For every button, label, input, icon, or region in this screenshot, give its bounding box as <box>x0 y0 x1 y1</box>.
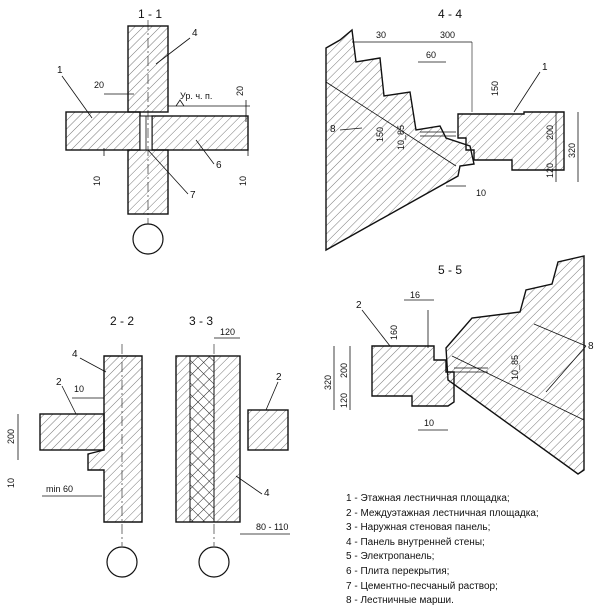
dim-320-5-5: 320 <box>323 375 333 390</box>
dim-10-85: 10_85 <box>396 125 406 150</box>
dim-10-2-2: 10 <box>6 478 16 488</box>
dim-120-5-5: 120 <box>339 393 349 408</box>
callout-1-section44: 1 <box>542 62 548 73</box>
legend-item-7: 7 - Цементно-песчаный раствор; <box>346 580 498 592</box>
section-title-5-5: 5 - 5 <box>438 263 462 277</box>
callout-4: 4 <box>192 28 198 39</box>
dim-20-top: 20 <box>94 80 104 90</box>
legend-item-3: 3 - Наружная стеновая панель; <box>346 522 491 534</box>
dim-20-right: 20 <box>235 86 245 96</box>
dim-150-top: 150 <box>490 81 500 96</box>
dim-200-2-2: 200 <box>6 429 16 444</box>
section-title-1-1: 1 - 1 <box>138 7 162 21</box>
dim-200-5-5: 200 <box>339 363 349 378</box>
callout-1: 1 <box>57 65 63 76</box>
legend: 1 - Этажная лестничная площадка; 2 - Меж… <box>346 492 596 606</box>
legend-item-2: 2 - Междуэтажная лестничная площадка; <box>346 507 539 519</box>
legend-item-1: 1 - Этажная лестничная площадка; <box>346 493 510 504</box>
dim-10-left: 10 <box>92 176 102 186</box>
dim-80-110: 80 - 110 <box>256 522 288 532</box>
dim-300: 300 <box>440 30 455 40</box>
callout-8-section44: 8 <box>330 124 336 135</box>
dim-160: 160 <box>389 325 399 340</box>
section-title-4-4: 4 - 4 <box>438 7 462 21</box>
dim-30: 30 <box>376 30 386 40</box>
dim-10-top-2-2: 10 <box>74 384 84 394</box>
dim-min60: min 60 <box>46 484 73 494</box>
callout-6: 6 <box>216 160 222 171</box>
section-title-3-3: 3 - 3 <box>189 314 213 328</box>
dim-16: 16 <box>410 290 420 300</box>
legend-item-6: 6 - Плита перекрытия; <box>346 565 450 577</box>
callout-7: 7 <box>190 190 196 201</box>
section-title-2-2: 2 - 2 <box>110 314 134 328</box>
legend-item-5: 5 - Электропанель; <box>346 551 435 563</box>
section-3-3: 3 - 3 120 80 - 110 2 4 <box>175 314 290 578</box>
legend-item-8: 8 - Лестничные марши. <box>346 595 454 606</box>
dim-10-bottom: 10 <box>476 188 486 198</box>
dim-200-right: 200 <box>545 125 555 140</box>
dim-10-85-5-5: 10_85 <box>510 355 520 380</box>
floor-level-label: Ур. ч. п. <box>180 91 212 101</box>
section-2-2: 2 - 2 200 10 10 min 60 4 2 <box>6 314 143 578</box>
callout-2-5-5: 2 <box>356 300 362 311</box>
dim-150-left: 150 <box>375 127 385 142</box>
dim-120-right: 120 <box>545 163 555 178</box>
legend-item-4: 4 - Панель внутренней стены; <box>346 536 485 548</box>
callout-4-2-2: 4 <box>72 349 78 360</box>
dim-60: 60 <box>426 50 436 60</box>
callout-4-3-3: 4 <box>264 488 270 499</box>
callout-2-2-2: 2 <box>56 377 62 388</box>
dim-10-5-5: 10 <box>424 418 434 428</box>
dim-10-right: 10 <box>238 176 248 186</box>
callout-2-3-3: 2 <box>276 372 282 383</box>
dim-320-right: 320 <box>567 143 577 158</box>
dim-120-3-3: 120 <box>220 327 235 337</box>
section-4-4: 4 - 4 30 300 60 200 120 320 150 150 10_8… <box>325 7 579 252</box>
callout-8-5-5: 8 <box>588 341 594 352</box>
section-5-5: 5 - 5 16 160 320 200 120 10_85 10 2 8 <box>323 255 594 475</box>
section-1-1: 1 - 1 Ур. ч. п. 20 20 10 10 1 4 6 <box>57 7 250 255</box>
